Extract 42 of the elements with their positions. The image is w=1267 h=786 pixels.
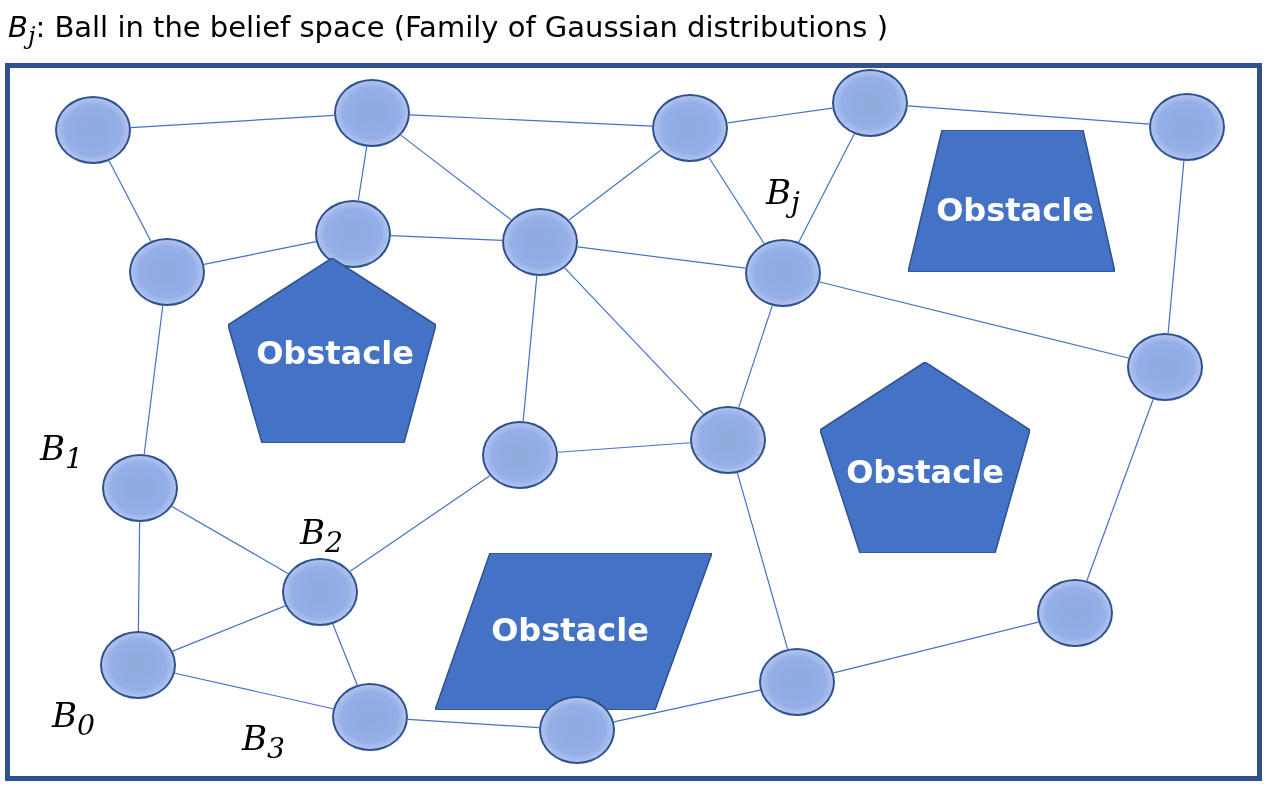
connector-line <box>143 305 164 455</box>
connector-line <box>108 160 152 242</box>
connector-line <box>409 114 653 127</box>
connector-line <box>357 146 368 201</box>
ball-label: B$_{j}$ <box>766 172 800 219</box>
connector-line <box>726 107 834 124</box>
connector-line <box>798 133 855 243</box>
ball-label: B$_{2}$ <box>300 512 344 559</box>
connector-line <box>390 235 503 241</box>
connector-line <box>708 156 765 245</box>
connector-line <box>349 475 491 572</box>
obstacle-label: Obstacle <box>846 453 1004 491</box>
belief-ball <box>502 208 578 276</box>
ball-label: B$_{1}$ <box>40 428 84 475</box>
connector-line <box>557 442 691 453</box>
obstacle-label: Obstacle <box>491 611 649 649</box>
connector-line <box>407 718 540 729</box>
connector-line <box>203 240 317 266</box>
connector-line <box>819 281 1129 359</box>
connector-line <box>332 623 358 686</box>
obstacle-label: Obstacle <box>936 191 1094 229</box>
connector-line <box>568 149 662 221</box>
frame-title: B$_{j}$: Ball in the belief space (Family of Gaussian distributions ) <box>8 10 888 50</box>
ball-label: B$_{3}$ <box>242 718 286 765</box>
connector-line <box>522 275 538 422</box>
connector-line <box>1086 398 1154 582</box>
connector-line <box>564 267 704 415</box>
connector-line <box>736 472 789 650</box>
connector-line <box>172 605 286 652</box>
connector-line <box>907 105 1150 125</box>
connector-line <box>137 521 141 632</box>
connector-line <box>738 305 773 408</box>
connector-line <box>400 134 512 221</box>
connector-line <box>833 621 1039 674</box>
connector-line <box>130 114 335 129</box>
connector-line <box>577 246 746 269</box>
obstacle-label: Obstacle <box>256 334 414 372</box>
connector-line <box>174 672 334 710</box>
connector-line <box>613 689 761 723</box>
connector-line <box>1167 160 1185 334</box>
ball-label: B$_{0}$ <box>52 695 96 742</box>
connector-line <box>171 505 289 575</box>
